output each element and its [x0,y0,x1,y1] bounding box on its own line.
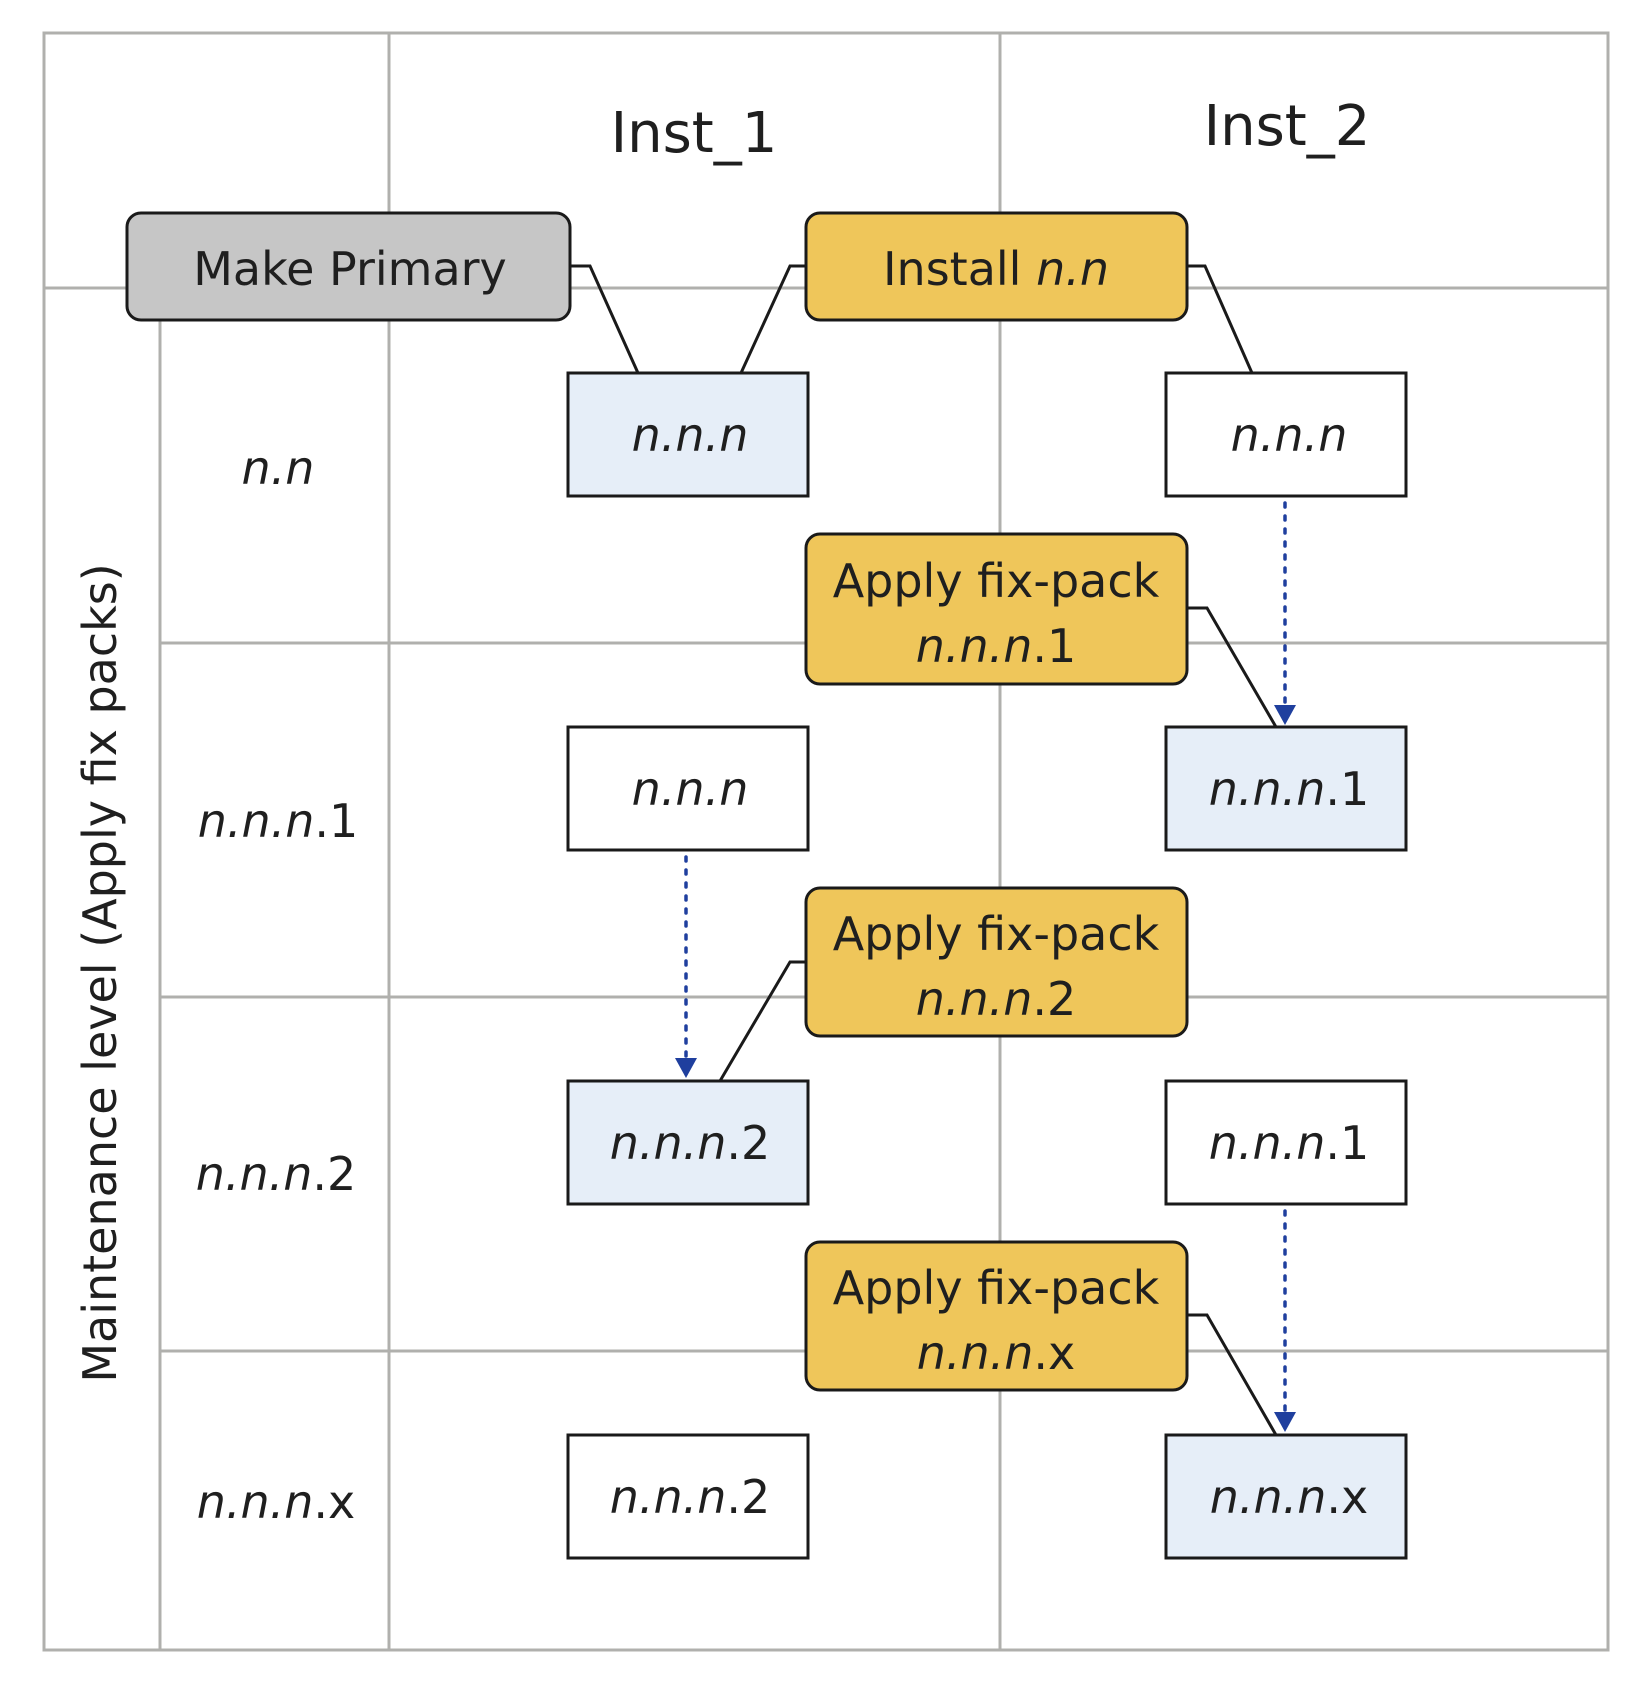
inst2-version-4-box [1164,1433,1408,1560]
fixpack2-box [804,886,1189,1038]
fixpack2-label-line2: n.n.n.2 [916,972,1077,1026]
fixpack2-action: Apply fix-pack n.n.n.2 [804,886,1189,1038]
level-label-nnnx: n.n.n.x [197,1475,356,1529]
inst2-version-4: n.n.n.x [1164,1433,1408,1560]
fixpack1-action: Apply fix-pack n.n.n.1 [804,532,1189,686]
connector-install-inst2 [1187,264,1254,374]
fixpack2-label-line1: Apply fix-pack [833,907,1160,961]
inst1-version-4-label: n.n.n.2 [610,1470,771,1524]
inst1-version-4-box [566,1433,810,1560]
inst2-version-2-label: n.n.n.1 [1209,762,1370,816]
inst1-version-2-label: n.n.n [632,762,749,816]
connector-fixpack1 [1187,606,1278,728]
inst1-version-4: n.n.n.2 [566,1433,810,1560]
fixpackx-box [804,1240,1189,1392]
level-label-nn: n.n [242,441,315,495]
connector-install-inst1 [739,264,806,374]
fixpack1-label-line1: Apply fix-pack [833,554,1160,608]
connector-fixpack2 [718,960,806,1082]
arrowhead-inst2-nnn1 [1274,705,1296,725]
inst2-version-3: n.n.n.1 [1164,1079,1408,1206]
inst2-version-3-box [1164,1079,1408,1206]
make-primary-box [125,211,572,322]
arrowhead-inst2-nnnx [1274,1412,1296,1432]
inst2-version-3-label: n.n.n.1 [1209,1116,1370,1170]
upgrade-arrows [675,501,1296,1432]
install-label: Install n.n [883,242,1109,296]
fixpackx-action: Apply fix-pack n.n.n.x [804,1240,1189,1392]
fixpack1-box [804,532,1189,686]
make-primary-action: Make Primary [125,211,572,322]
inst1-version-3: n.n.n.2 [566,1079,810,1206]
inst1-version-3-label: n.n.n.2 [610,1116,771,1170]
fixpackx-label-line2: n.n.n.x [917,1326,1076,1380]
inst1-version-1: n.n.n [566,371,810,498]
inst2-version-2: n.n.n.1 [1164,725,1408,852]
column-header-inst1: Inst_1 [611,101,778,166]
grid-outer-border [42,31,1610,1652]
install-action: Install n.n [804,211,1189,322]
inst1-version-1-box [566,371,810,498]
install-box [804,211,1189,322]
fixpackx-label-line1: Apply fix-pack [833,1261,1160,1315]
column-header-inst2: Inst_2 [1204,94,1371,159]
inst1-version-2-box [566,725,810,852]
inst1-version-1-label: n.n.n [632,408,749,462]
inst2-version-1-label: n.n.n [1231,408,1348,462]
inst1-version-2: n.n.n [566,725,810,852]
inst2-version-1: n.n.n [1164,371,1408,498]
connector-fixpackx [1187,1313,1278,1436]
inst2-version-1-box [1164,371,1408,498]
arrowhead-inst1-nnn2 [675,1058,697,1078]
connectors [570,264,1278,1436]
inst1-version-3-box [566,1079,810,1206]
inst2-version-2-box [1164,725,1408,852]
inst2-version-4-label: n.n.n.x [1210,1470,1369,1524]
level-label-nnn1: n.n.n.1 [198,794,359,848]
row-axis-label: Maintenance level (Apply fix packs) [73,563,127,1382]
level-label-nnn2: n.n.n.2 [196,1147,357,1201]
fixpack1-label-line2: n.n.n.1 [916,619,1077,673]
connector-make-primary [570,264,640,374]
make-primary-label: Make Primary [193,242,507,296]
